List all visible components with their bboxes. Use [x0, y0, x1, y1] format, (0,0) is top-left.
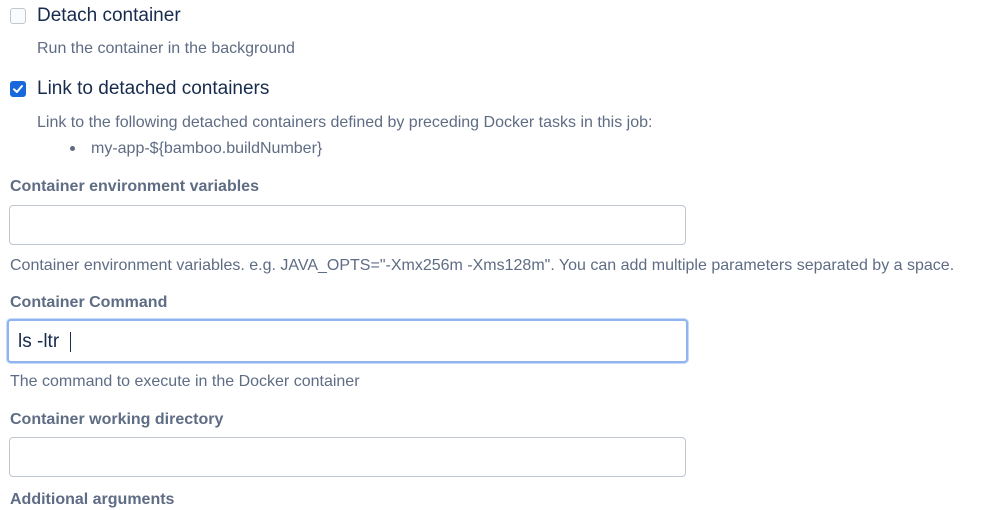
link-detached-containers-description: Link to the following detached container… [37, 114, 653, 131]
command-label: Container Command [10, 294, 168, 311]
detach-container-checkbox[interactable] [10, 8, 26, 24]
bullet-icon [70, 146, 75, 151]
text-caret [70, 332, 71, 352]
env-vars-label: Container environment variables [10, 178, 259, 195]
detach-container-label[interactable]: Detach container [37, 5, 181, 26]
command-help: The command to execute in the Docker con… [10, 373, 360, 390]
checkmark-icon [13, 85, 23, 93]
additional-args-label: Additional arguments [10, 491, 175, 508]
detached-container-item: my-app-${bamboo.buildNumber} [91, 140, 323, 157]
detach-container-description: Run the container in the background [37, 40, 295, 57]
command-input-value: ls -ltr [18, 331, 65, 352]
env-vars-input[interactable] [9, 205, 686, 245]
command-input[interactable]: ls -ltr [7, 319, 688, 363]
link-detached-containers-checkbox[interactable] [10, 81, 26, 97]
working-dir-input[interactable] [9, 437, 686, 477]
working-dir-label: Container working directory [10, 411, 224, 428]
link-detached-containers-label[interactable]: Link to detached containers [37, 78, 270, 99]
env-vars-help: Container environment variables. e.g. JA… [10, 257, 955, 274]
